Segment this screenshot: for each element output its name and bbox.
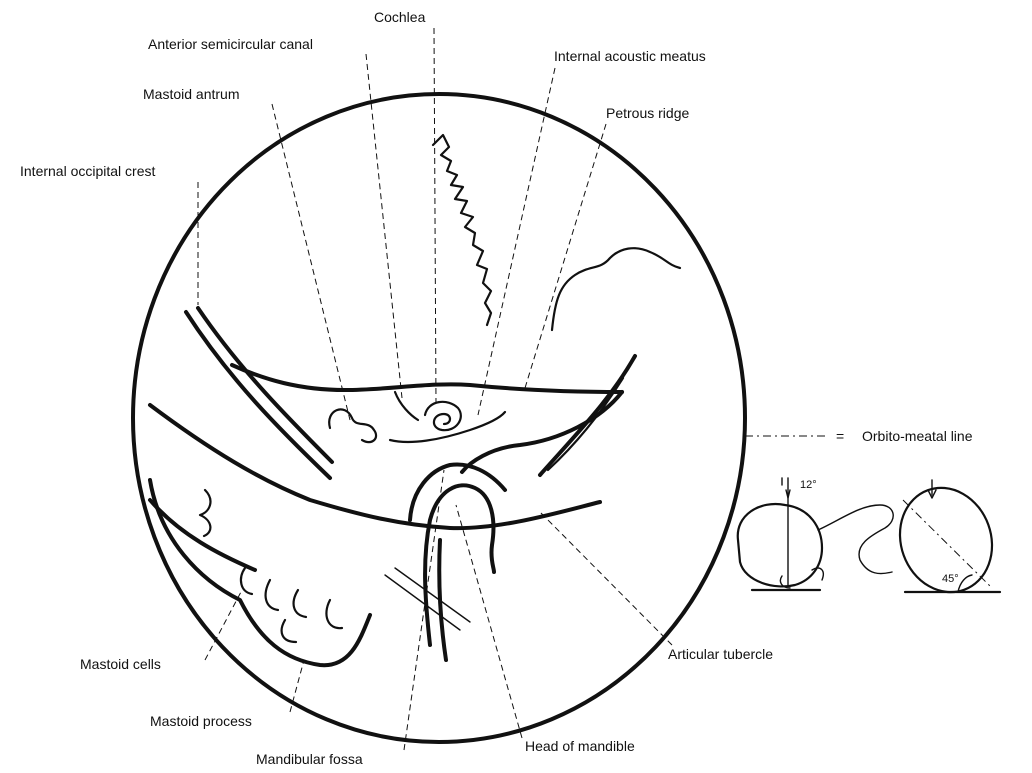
sphenoid-outline: [552, 248, 680, 330]
mastoid-cell-3: [266, 580, 278, 610]
label-mastoid-process: Mastoid process: [150, 713, 252, 729]
leader-mastoid-antrum: [272, 104, 350, 420]
mastoid-cell-2: [241, 568, 252, 594]
meatus-line: [395, 392, 418, 420]
label-mastoid-antrum: Mastoid antrum: [143, 86, 239, 102]
petrous-upper-border: [232, 365, 622, 392]
occipital-crest-line-1: [186, 312, 330, 478]
leader-internal-acoustic-meatus: [478, 68, 555, 415]
inset-head-lateral: 12°: [738, 478, 893, 590]
label-internal-acoustic-meatus: Internal acoustic meatus: [554, 48, 706, 64]
mastoid-cell-5: [326, 600, 342, 628]
occipital-crest-line-2: [198, 308, 332, 462]
leader-cochlea: [434, 28, 436, 405]
field-circle: [133, 94, 745, 742]
leader-articular-tubercle: [540, 512, 672, 645]
label-cochlea: Cochlea: [374, 9, 426, 25]
mastoid-cell-6: [282, 620, 296, 642]
petrous-diagonal-1: [540, 356, 635, 475]
mastoid-cell-4: [294, 590, 306, 617]
label-anterior-semicircular-canal: Anterior semicircular canal: [148, 36, 313, 52]
inset-angle-top: 12°: [800, 479, 817, 491]
legend-text: Orbito-meatal line: [862, 428, 973, 444]
label-mandibular-fossa: Mandibular fossa: [256, 751, 363, 767]
label-mastoid-cells: Mastoid cells: [80, 656, 161, 672]
inset-skull-oval: 45°: [886, 475, 1007, 605]
mandible-head: [425, 485, 494, 645]
inset-angle-bottom: 45°: [942, 573, 959, 585]
label-articular-tubercle: Articular tubercle: [668, 646, 773, 662]
petrous-ridge-outline: [433, 135, 491, 325]
styloid-line-2: [395, 568, 470, 622]
petrous-lower-border: [150, 405, 600, 528]
petrous-wedge: [462, 392, 622, 472]
vestibule-line: [390, 412, 505, 442]
leader-petrous-ridge: [525, 124, 606, 388]
legend-equals: =: [836, 428, 844, 444]
semicircular-canal: [329, 409, 376, 442]
mastoid-cell-1: [200, 490, 210, 536]
label-petrous-ridge: Petrous ridge: [606, 105, 689, 121]
cochlea-spiral: [425, 402, 461, 430]
label-head-of-mandible: Head of mandible: [525, 738, 635, 754]
styloid-line-1: [385, 575, 460, 630]
leader-head-of-mandible: [456, 505, 522, 738]
label-internal-occipital-crest: Internal occipital crest: [20, 163, 156, 179]
leader-anterior-semicircular-canal: [366, 54, 402, 398]
